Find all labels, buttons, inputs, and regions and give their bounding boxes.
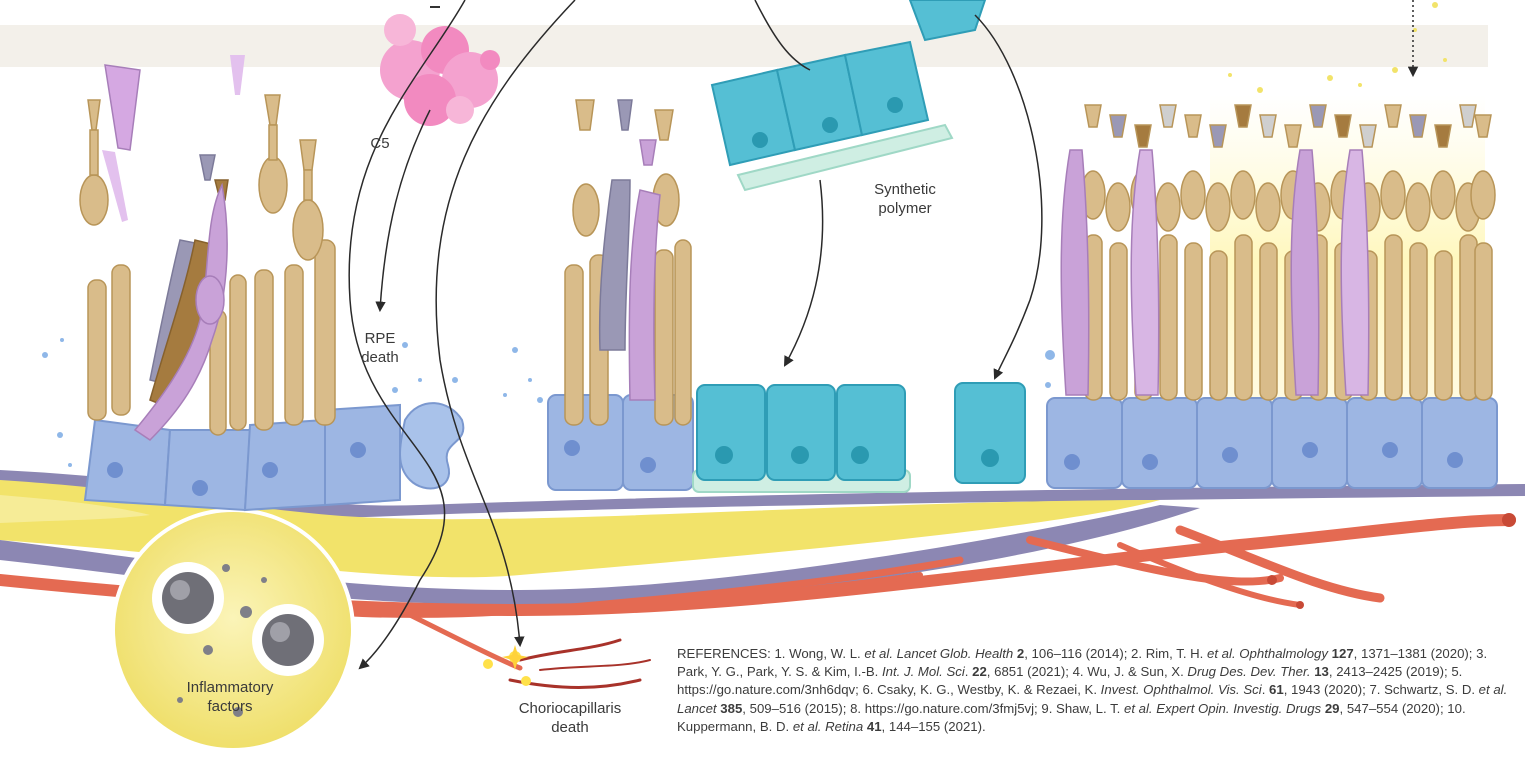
- outer-retina-band: [0, 25, 1488, 67]
- rod-cell-body: [1206, 183, 1230, 231]
- references-heading: REFERENCES:: [677, 646, 771, 661]
- rod-cell-body: [1431, 171, 1455, 219]
- reference-item: 1. Wong, W. L. et al. Lancet Glob. Healt…: [774, 646, 1131, 661]
- rod-outer-segment: [1235, 235, 1252, 400]
- rod-outer-segment: [1385, 235, 1402, 400]
- choriocapillaris-spark-icon: [483, 645, 531, 686]
- reference-item: 6. Csaky, K. G., Westby, K. & Rezaei, K.…: [862, 682, 1369, 697]
- c5-protein-icon: [380, 6, 500, 126]
- photoreceptor-terminal: [1185, 115, 1201, 137]
- rod-outer-segment: [1260, 243, 1277, 400]
- photoreceptor-terminal: [1110, 115, 1126, 137]
- rod-cell-body: [1406, 183, 1430, 231]
- reference-item: 2. Rim, T. H. et al. Ophthalmology 127, …: [1131, 646, 1476, 661]
- photoreceptor-terminal: [1085, 105, 1101, 127]
- vessel-end: [1267, 575, 1277, 585]
- reference-item: 8. https://go.nature.com/3fmj5vj;: [850, 701, 1041, 716]
- label-inflammatory-factors: Inflammatory factors: [160, 678, 300, 716]
- photoreceptor-terminal: [1160, 105, 1176, 127]
- rod-cell-body: [1471, 171, 1495, 219]
- label-rpe-death: RPE death: [350, 329, 410, 367]
- label-choriocapillaris-death: Choriocapillaris death: [470, 699, 670, 737]
- references-text: REFERENCES: 1. Wong, W. L. et al. Lancet…: [677, 645, 1517, 736]
- label-synthetic-polymer: Synthetic polymer: [850, 180, 960, 218]
- rod-outer-segment: [1435, 251, 1452, 400]
- rod-outer-segment: [1410, 243, 1427, 400]
- cone-cell: [1131, 150, 1159, 395]
- rod-cell-body: [1106, 183, 1130, 231]
- vessel-end: [1502, 513, 1516, 527]
- rod-cell-body: [1381, 171, 1405, 219]
- reference-item: 9. Shaw, L. T. et al. Expert Opin. Inves…: [1041, 701, 1447, 716]
- arrow-polymer-down: [785, 180, 823, 365]
- rod-cell-body: [1181, 171, 1205, 219]
- single-rpe-cell-icon: [955, 383, 1025, 483]
- cone-cell: [1291, 150, 1319, 395]
- references-list: 1. Wong, W. L. et al. Lancet Glob. Healt…: [677, 646, 1507, 734]
- rod-outer-segment: [1160, 235, 1177, 400]
- cone-cell: [1061, 150, 1089, 395]
- vessel-end: [1296, 601, 1304, 609]
- rod-cell-body: [1256, 183, 1280, 231]
- rod-cell-body: [1156, 183, 1180, 231]
- rod-cell-body: [1231, 171, 1255, 219]
- rod-outer-segment: [1185, 243, 1202, 400]
- rod-outer-segment: [1210, 251, 1227, 400]
- photoreceptors-right: [1045, 2, 1497, 488]
- arrow-single-cell: [975, 15, 1042, 378]
- label-c5: C5: [360, 134, 400, 153]
- rpe-cells-left: [85, 403, 463, 510]
- reference-item: 4. Wu, J. & Sun, X. Drug Des. Dev. Ther.…: [1073, 664, 1452, 679]
- photoreceptors-left: [42, 55, 463, 510]
- cone-cell: [1341, 150, 1369, 395]
- rod-outer-segment: [1475, 243, 1492, 400]
- rod-outer-segment: [1110, 243, 1127, 400]
- photoreceptor-terminal: [1135, 125, 1151, 147]
